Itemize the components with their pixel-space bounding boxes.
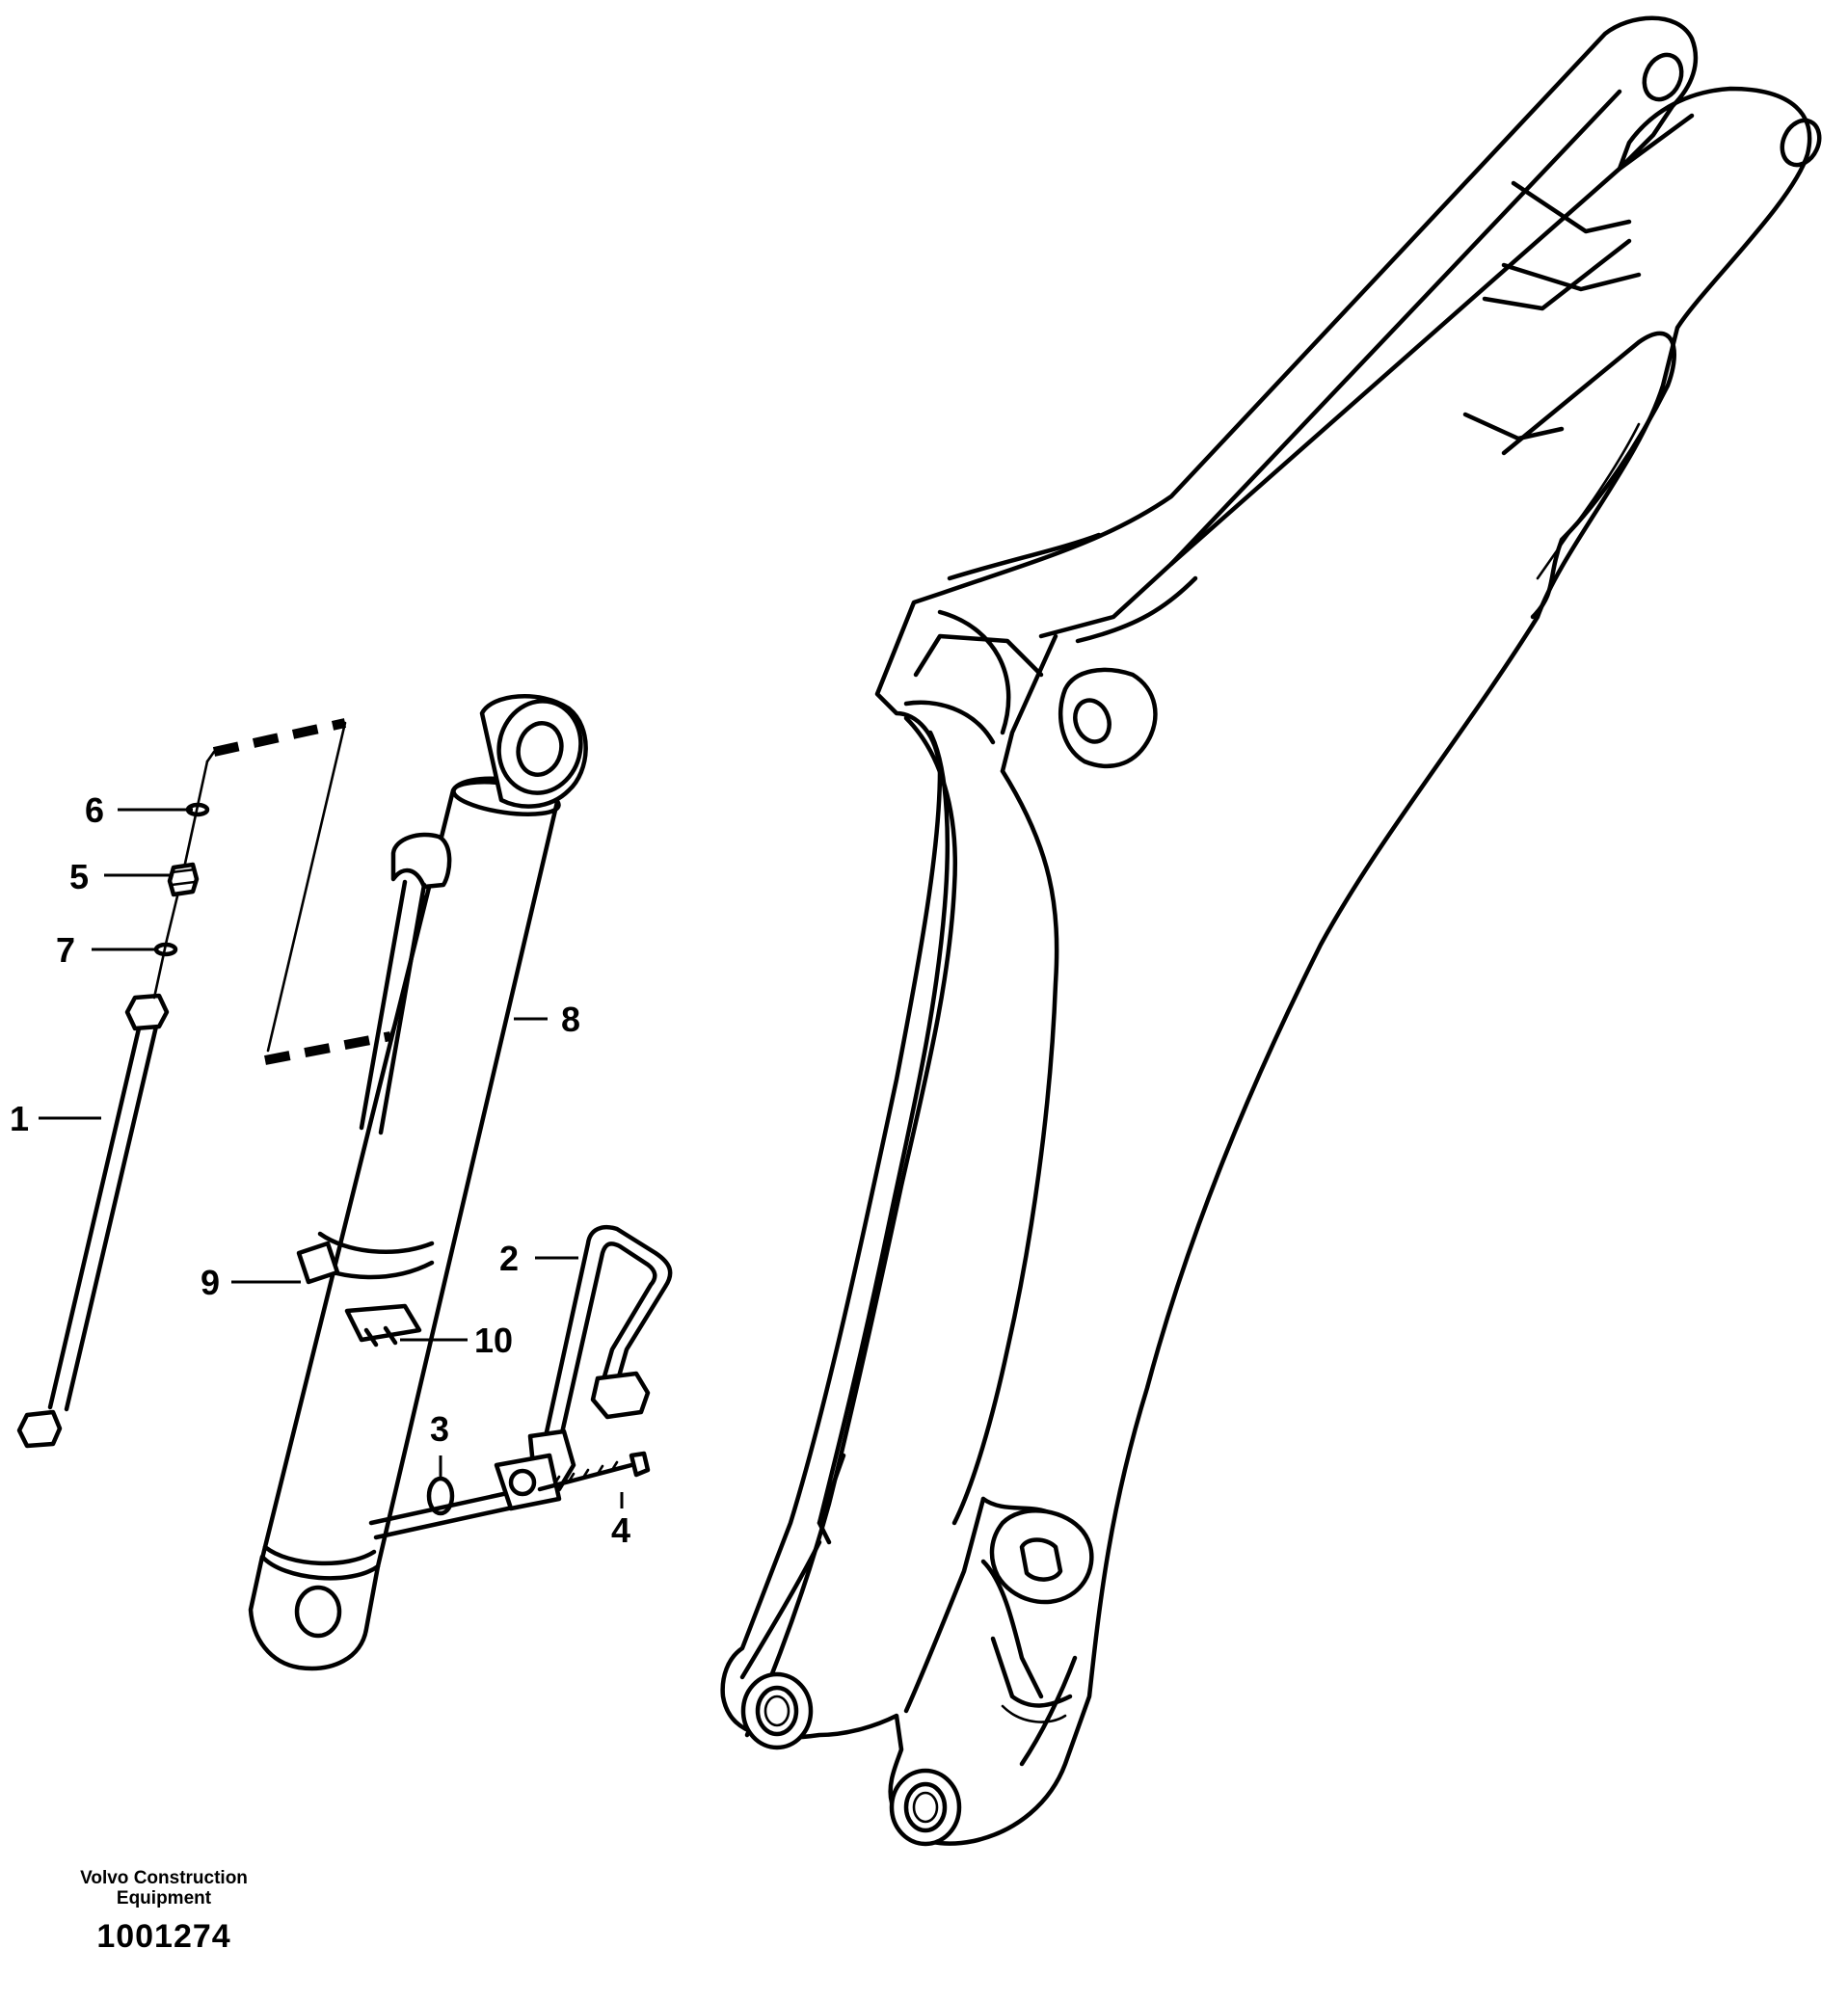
brand-line-2: Equipment — [116, 1888, 212, 1909]
hydraulic-cylinder — [248, 694, 588, 1671]
pipe-assembly — [16, 718, 426, 1449]
brand-line-1: Volvo Construction — [80, 1868, 248, 1888]
callout-6: 6 — [85, 790, 104, 830]
callout-3: 3 — [430, 1409, 449, 1449]
brand-label: Volvo Construction Equipment — [39, 1868, 289, 1909]
callout-5: 5 — [69, 857, 89, 896]
callout-1: 1 — [10, 1099, 29, 1138]
screw — [537, 1451, 651, 1492]
callout-4: 4 — [611, 1510, 630, 1550]
callout-10: 10 — [474, 1321, 513, 1360]
callout-2: 2 — [499, 1239, 519, 1278]
callout-8: 8 — [561, 1000, 580, 1039]
callouts: 1 2 3 4 5 6 7 8 9 10 — [10, 790, 630, 1550]
callout-7: 7 — [56, 930, 75, 970]
bent-pipe — [494, 1224, 673, 1511]
callout-9: 9 — [201, 1263, 220, 1302]
boom-assembly — [720, 15, 1822, 1847]
callout-leaders — [39, 808, 624, 1508]
drawing-number: 1001274 — [96, 1918, 231, 1955]
